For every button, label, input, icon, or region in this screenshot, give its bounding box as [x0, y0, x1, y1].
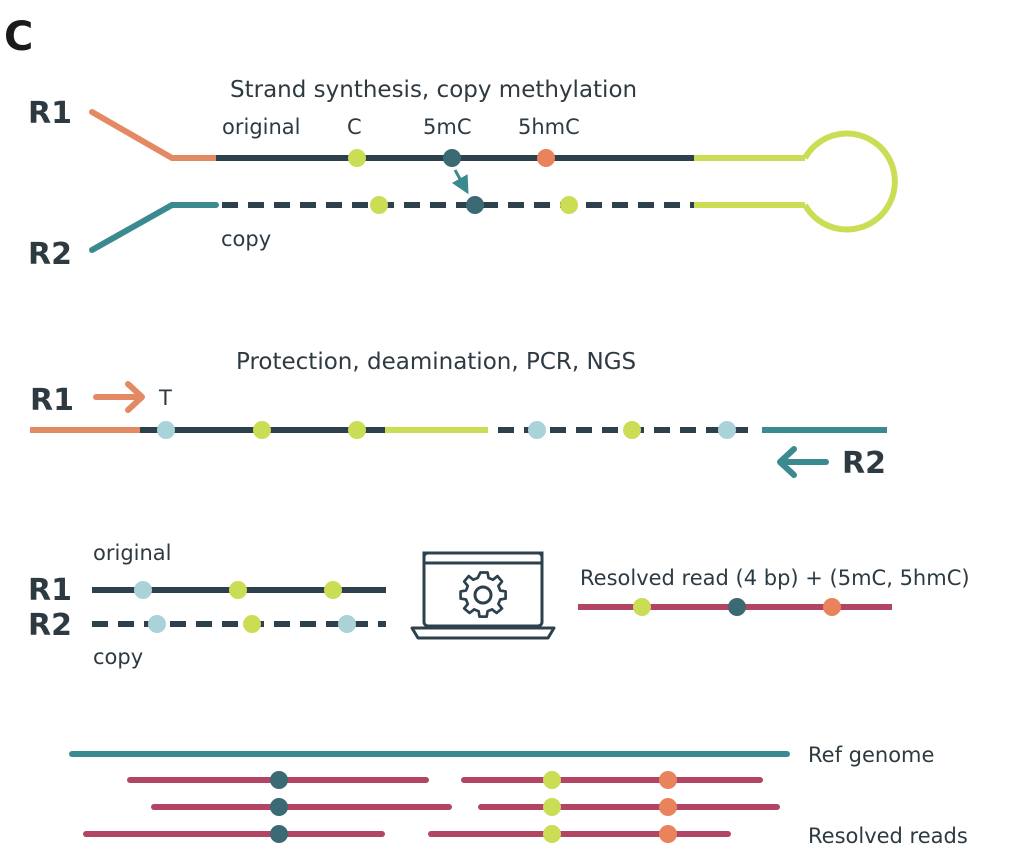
step1-hairpin-loop	[802, 130, 898, 233]
step3-original-label: original	[93, 541, 172, 565]
step4-5hmc-3	[659, 825, 677, 843]
step4-5mc-2	[270, 798, 288, 816]
step4-c-3	[543, 825, 561, 843]
step3-resolved-title: Resolved read (4 bp) + (5mC, 5hmC)	[580, 566, 970, 590]
step1-base-c	[348, 149, 366, 167]
step3-r1-label: R1	[28, 573, 72, 608]
step3-resolved-base-5hmc	[823, 598, 841, 616]
step1-base-5hmc	[537, 149, 555, 167]
step2-base-5	[623, 421, 641, 439]
step1-5hmc-label: 5hmC	[518, 115, 580, 139]
step3-copy-label: copy	[93, 645, 143, 669]
step4-c-1	[543, 771, 561, 789]
laptop-gear-icon	[410, 551, 556, 640]
step2-r1-primer-head	[125, 381, 145, 413]
step4-5mc-3	[270, 825, 288, 843]
step1-copy-base-3	[560, 196, 578, 214]
step1-copy-base-2	[466, 196, 484, 214]
step3-resolved-base-c	[633, 598, 651, 616]
step3-r1-base-2	[229, 581, 247, 599]
step2-base-1	[157, 421, 175, 439]
step1-title: Strand synthesis, copy methylation	[230, 77, 637, 103]
step4-5mc-1	[270, 771, 288, 789]
step3-group: original R1 R2 copy Resolved read (4 bp)…	[28, 541, 970, 669]
step1-group: Strand synthesis, copy methylation R1 R2…	[28, 77, 898, 272]
step3-r2-base-1	[148, 615, 166, 633]
step4-5hmc-1	[659, 771, 677, 789]
step1-transfer-arrow	[451, 169, 469, 195]
step2-base-4	[528, 421, 546, 439]
step1-copy-label: copy	[221, 227, 271, 251]
step1-5mc-label: 5mC	[423, 115, 471, 139]
step2-base-2	[253, 421, 271, 439]
step3-r1-base-1	[134, 581, 152, 599]
step1-original-label: original	[222, 115, 301, 139]
step4-5hmc-2	[659, 798, 677, 816]
step2-title: Protection, deamination, PCR, NGS	[236, 349, 636, 375]
step1-copy-base-1	[370, 196, 388, 214]
step3-r2-base-2	[243, 615, 261, 633]
step1-r1-adapter	[89, 109, 219, 161]
step1-base-5mc	[443, 149, 461, 167]
step1-r1-label: R1	[28, 96, 72, 131]
step2-base-6	[718, 421, 736, 439]
step3-r1-base-3	[324, 581, 342, 599]
step4-ref-label: Ref genome	[808, 743, 934, 767]
step3-resolved-base-5mc	[728, 598, 746, 616]
step4-c-2	[543, 798, 561, 816]
gear-icon	[459, 571, 507, 618]
step2-base-3	[348, 421, 366, 439]
step3-r2-base-3	[338, 615, 356, 633]
step2-group: Protection, deamination, PCR, NGS R1 T R…	[30, 349, 887, 481]
step1-c-label: C	[347, 115, 362, 139]
step1-r2-adapter	[89, 202, 219, 253]
panel-label: C	[4, 14, 33, 60]
step1-r2-label: R2	[28, 237, 72, 272]
step2-r2-label: R2	[842, 446, 886, 481]
step2-r2-primer-head	[777, 446, 797, 478]
step3-r2-label: R2	[28, 608, 72, 643]
step4-group: Ref genome Resolved reads	[69, 743, 968, 848]
step2-t-label: T	[158, 386, 172, 410]
step2-r1-label: R1	[30, 383, 74, 418]
step4-reads-label: Resolved reads	[808, 824, 968, 848]
